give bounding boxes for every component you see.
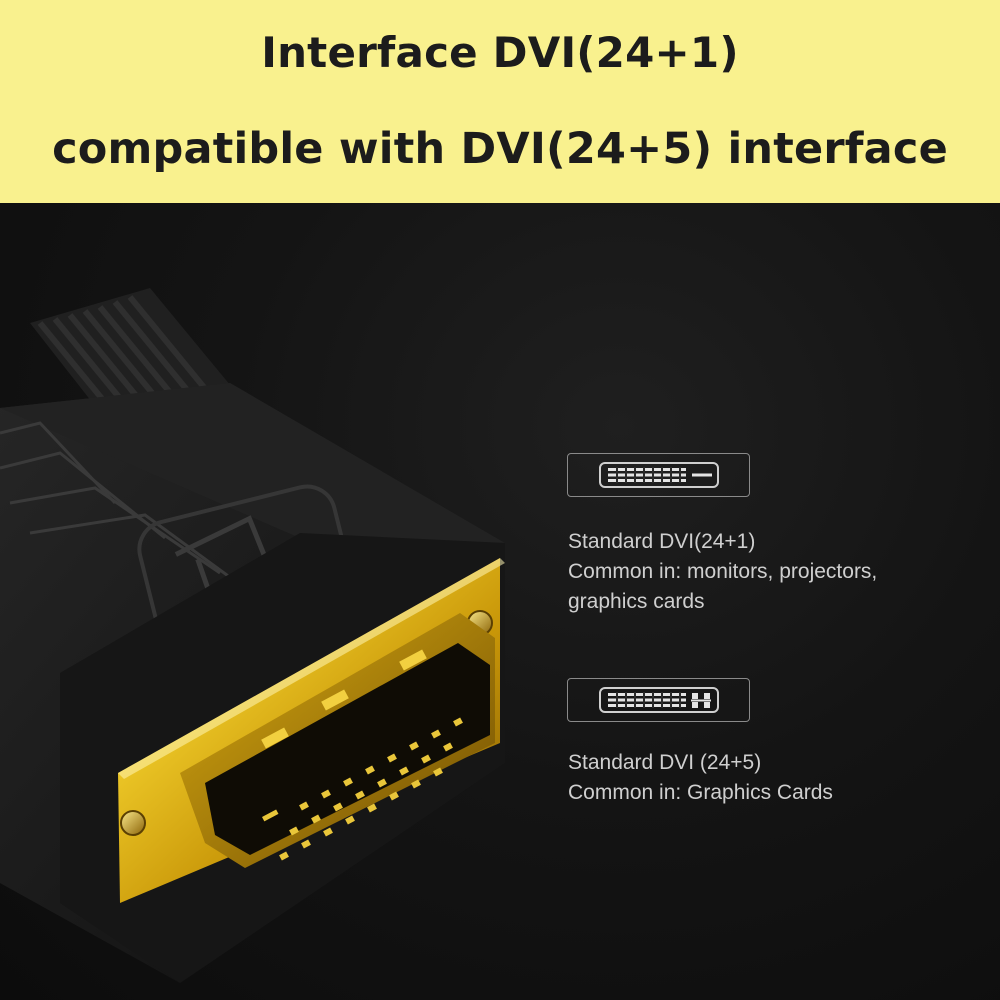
headline-subtitle: compatible with DVI(24+5) interface (52, 124, 948, 174)
dvi-24-1-usage-cont: graphics cards (568, 590, 705, 613)
dvi-pins (261, 717, 463, 861)
dvi-24-1-description: Standard DVI(24+1) Common in: monitors, … (568, 527, 877, 617)
dvi-24-1-port-icon (567, 453, 750, 497)
dvi-24-1-title: Standard DVI(24+1) (568, 530, 756, 553)
dvi-24-5-port-icon (567, 678, 750, 722)
headline-banner: Interface DVI(24+1) compatible with DVI(… (0, 0, 1000, 203)
dvi-24-1-usage: Common in: monitors, projectors, (568, 560, 878, 583)
connector-photo: Standard DVI(24+1) Common in: monitors, … (0, 203, 1000, 1000)
dvi-24-5-title: Standard DVI (24+5) (568, 751, 762, 774)
dvi-24-5-description: Standard DVI (24+5) Common in: Graphics … (568, 748, 833, 808)
dvi-pin-shroud (180, 613, 495, 868)
headline-title: Interface DVI(24+1) (261, 28, 739, 77)
dvi-connector-illustration (0, 288, 505, 983)
dvi-24-5-usage: Common in: Graphics Cards (568, 781, 833, 804)
